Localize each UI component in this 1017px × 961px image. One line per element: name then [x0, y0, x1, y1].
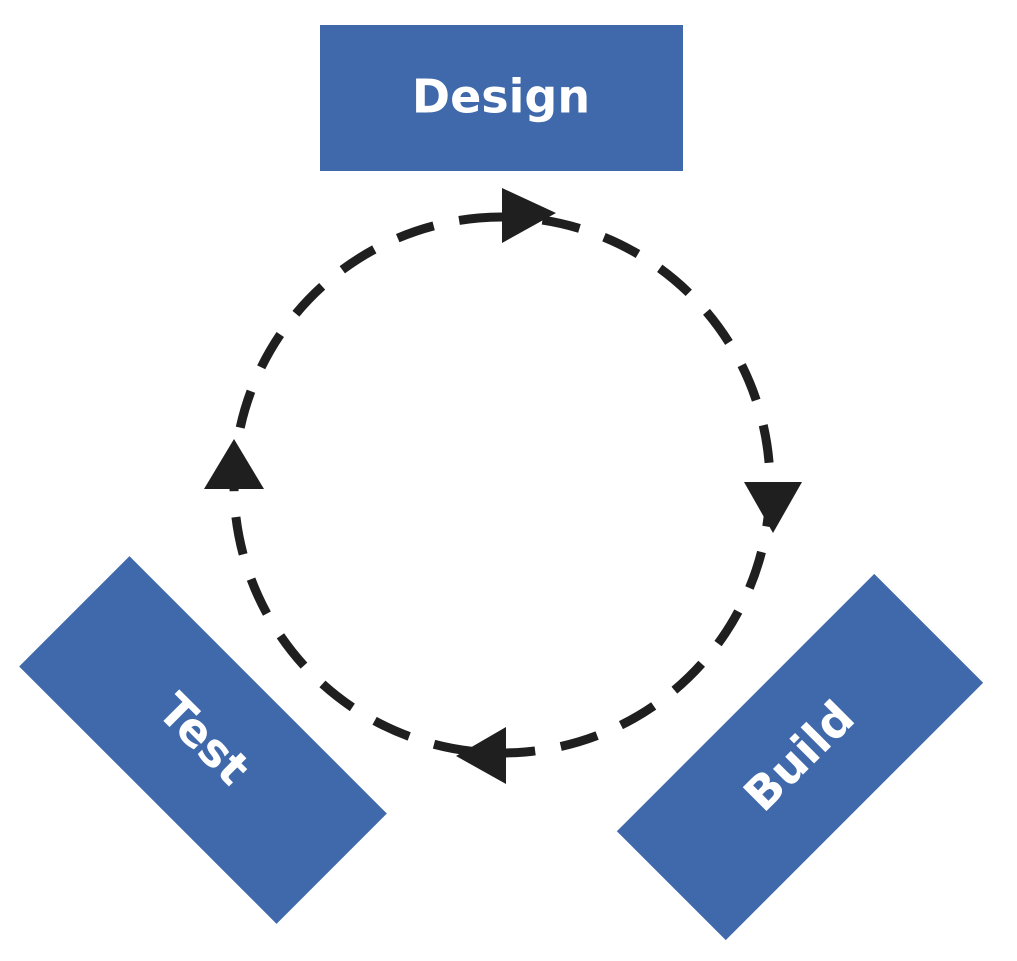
- arrowhead-left-icon: [204, 439, 264, 489]
- test-box: [19, 556, 387, 924]
- arrowhead-right-icon: [744, 482, 802, 533]
- arrowhead-top-icon: [502, 188, 556, 243]
- test-stage: Test: [19, 556, 387, 924]
- design-box: [320, 25, 683, 171]
- design-label: Design: [412, 70, 590, 124]
- cycle-dashed-circle: [229, 212, 775, 758]
- build-stage: Build: [616, 573, 984, 941]
- arrowhead-bottom-icon: [456, 727, 506, 784]
- design-stage: Design: [320, 25, 683, 171]
- build-box: [616, 573, 984, 941]
